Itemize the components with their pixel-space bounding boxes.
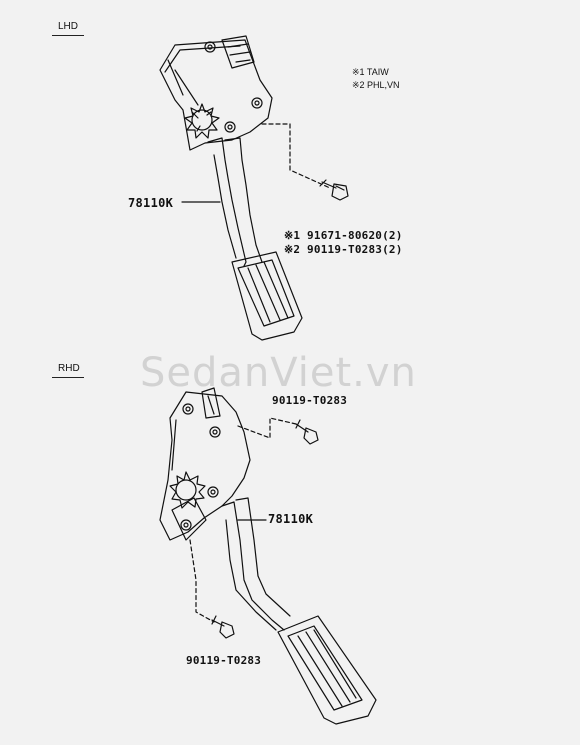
lhd-pedal-assembly [159, 35, 349, 341]
watermark-logo: SedanViet.vn [140, 350, 417, 396]
lhd-bolt-icon [319, 179, 349, 201]
note-line-1: ※1 TAIW [352, 67, 389, 77]
rhd-sensor-gear [169, 471, 206, 509]
lhd-bolt-ref-1: ※1 91671-80620(2) [284, 229, 403, 242]
section-underline-rhd [52, 377, 84, 378]
note-line-2: ※2 PHL,VN [352, 80, 400, 90]
section-label-lhd: LHD [58, 21, 79, 32]
section-underline-lhd [52, 35, 84, 36]
lhd-sensor-gear [184, 103, 220, 139]
rhd-top-bolt-part-number: 90119-T0283 [272, 394, 348, 407]
rhd-top-bolt-icon [295, 419, 319, 445]
rhd-bottom-bolt-icon [211, 615, 235, 639]
rhd-assembly-part-number: 78110K [268, 512, 314, 526]
rhd-pedal-assembly [159, 387, 377, 725]
rhd-bottom-bolt-part-number: 90119-T0283 [186, 654, 262, 667]
section-label-rhd: RHD [58, 363, 80, 374]
lhd-bolt-ref-2: ※2 90119-T0283(2) [284, 243, 403, 256]
lhd-assembly-part-number: 78110K [128, 196, 174, 210]
